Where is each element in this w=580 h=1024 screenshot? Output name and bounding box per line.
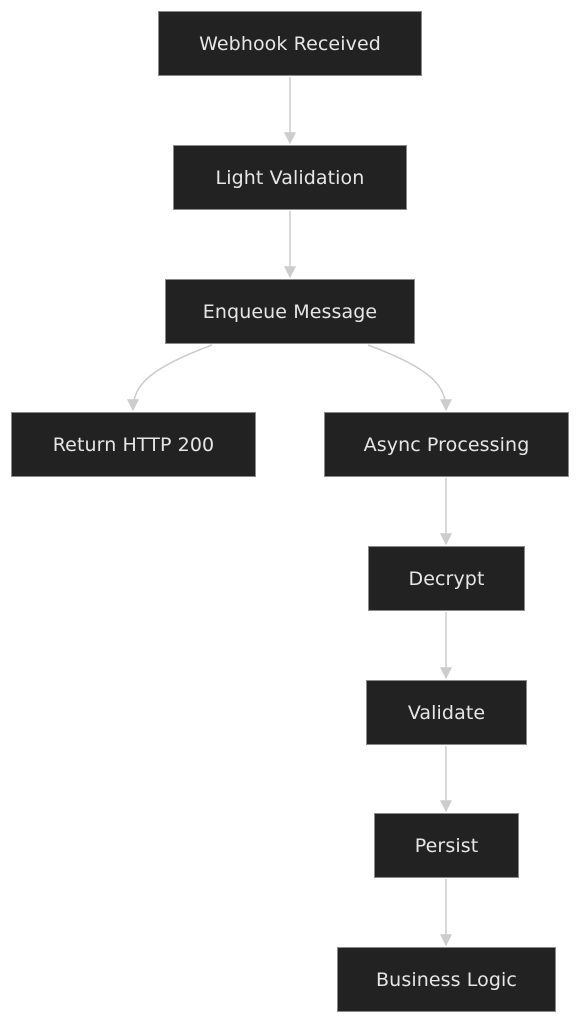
node-return-http-200: Return HTTP 200: [11, 412, 256, 477]
node-validate: Validate: [366, 680, 527, 745]
node-business-logic: Business Logic: [337, 947, 556, 1012]
node-decrypt: Decrypt: [368, 546, 525, 611]
edge-enqueue-to-async: [367, 344, 452, 412]
node-label: Async Processing: [363, 433, 530, 456]
node-label: Decrypt: [408, 567, 485, 590]
node-persist: Persist: [374, 813, 519, 878]
node-label: Enqueue Message: [202, 300, 378, 323]
node-enqueue-message: Enqueue Message: [165, 279, 415, 344]
node-label: Light Validation: [215, 166, 365, 189]
node-webhook-received: Webhook Received: [158, 11, 422, 76]
node-label: Validate: [407, 701, 486, 724]
node-label: Webhook Received: [199, 32, 381, 55]
node-async-processing: Async Processing: [324, 412, 569, 477]
node-label: Persist: [414, 834, 479, 857]
node-light-validation: Light Validation: [173, 145, 407, 210]
node-label: Business Logic: [376, 968, 517, 991]
node-label: Return HTTP 200: [52, 433, 215, 456]
edge-enqueue-to-return-http: [127, 344, 213, 412]
